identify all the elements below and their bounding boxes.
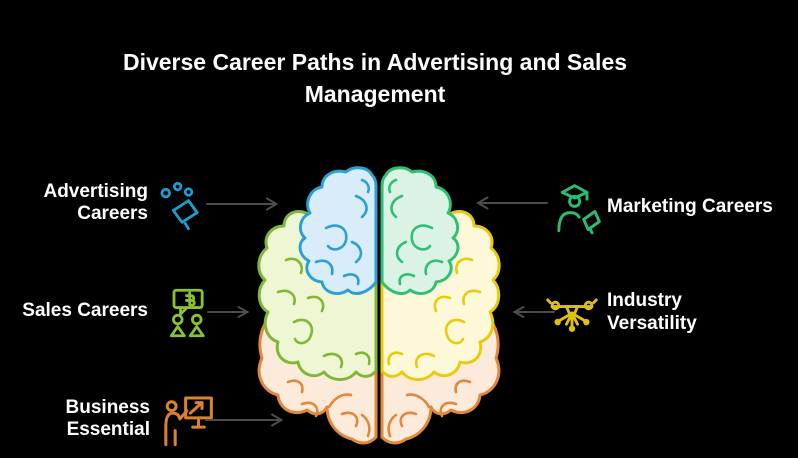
- brain-illustration: [257, 166, 501, 445]
- industry-versatility-label: Industry Versatility: [607, 289, 787, 335]
- sales-arrow: [207, 306, 250, 318]
- page-title: Diverse Career Paths in Advertising and …: [122, 49, 628, 107]
- sales-careers-label: Sales Careers: [18, 300, 148, 322]
- sales-careers-line1: Sales Careers: [22, 300, 148, 321]
- business-arrow: [205, 413, 284, 427]
- marketing-careers-line1: Marketing Careers: [607, 196, 773, 217]
- left-frontal-lobe: [298, 166, 378, 295]
- industry-versatility-line1: Industry: [607, 290, 682, 311]
- right-frontal-lobe: [380, 166, 460, 295]
- presenter-whiteboard-icon: [164, 396, 213, 447]
- megaphone-confetti-icon: [160, 181, 199, 231]
- business-essential-label: Business Essential: [38, 397, 150, 441]
- advertising-careers-line2: Careers: [77, 203, 148, 224]
- marketing-arrow: [476, 196, 548, 210]
- business-essential-line2: Essential: [66, 419, 150, 440]
- graduate-megaphone-icon: [557, 184, 601, 235]
- marketing-careers-label: Marketing Careers: [607, 196, 797, 218]
- drone-icon: [546, 298, 598, 332]
- industry-arrow: [512, 306, 555, 318]
- advertising-careers-label: Advertising Careers: [20, 181, 148, 225]
- industry-versatility-line2: Versatility: [607, 313, 697, 334]
- business-essential-line1: Business: [65, 397, 150, 418]
- advertising-arrow: [206, 197, 279, 211]
- sales-team-chat-icon: [169, 288, 205, 338]
- advertising-careers-line1: Advertising: [43, 181, 148, 202]
